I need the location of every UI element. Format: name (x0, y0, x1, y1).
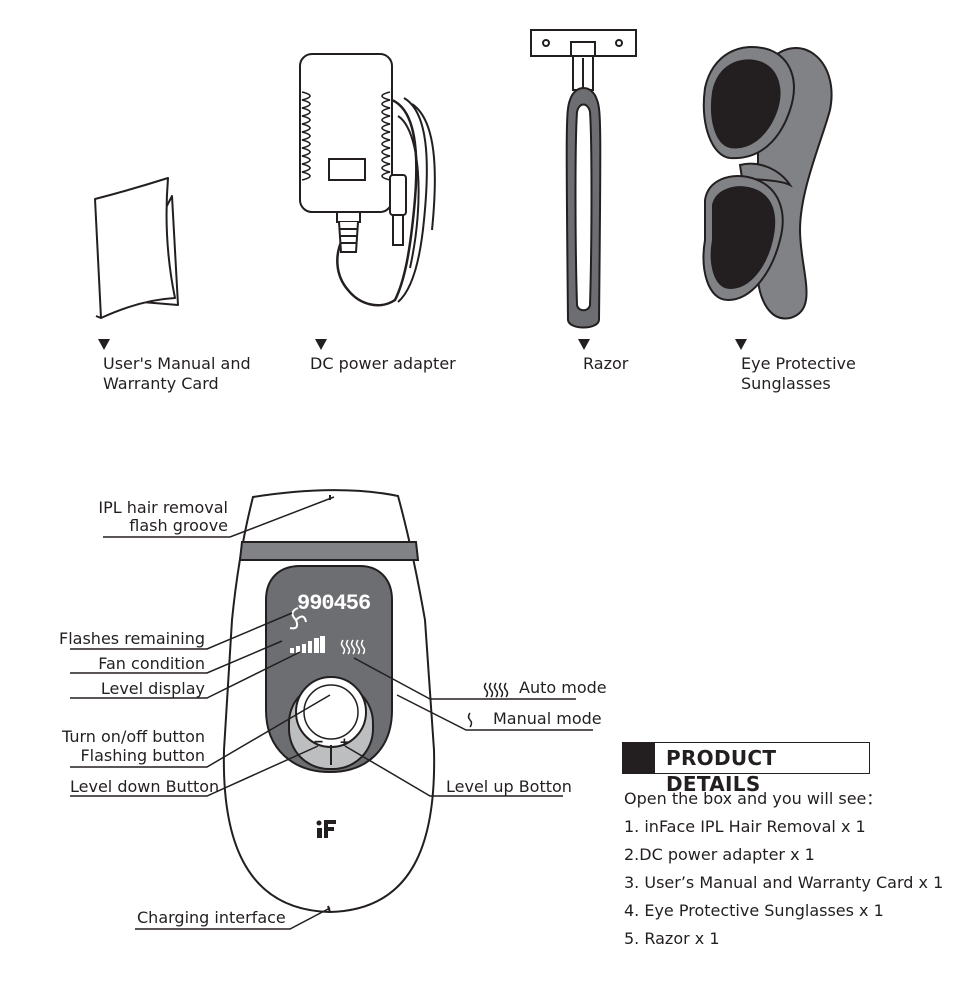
details-item-4: 4. Eye Protective Sunglasses x 1 (624, 901, 884, 920)
header-accent-block (622, 742, 654, 774)
manual-label-line2: Warranty Card (103, 374, 219, 393)
adapter-label: DC power adapter (310, 354, 456, 373)
display-icons (290, 636, 325, 653)
callout-leader-lines (70, 496, 593, 930)
flash-counter-display: 990456 (297, 591, 370, 616)
callout-flash-groove-line2: flash groove (129, 516, 228, 535)
level-plus-glyph: + (340, 734, 349, 751)
brand-logo (316, 820, 336, 838)
ipl-device-illustration (222, 489, 436, 914)
manual-label-line1: User's Manual and (103, 354, 251, 373)
callout-flashing-button: Flashing button (80, 746, 205, 765)
adapter-marker-icon (315, 339, 327, 350)
razor-illustration (530, 29, 637, 329)
auto-mode-wave-icon (340, 639, 366, 655)
sunglasses-label-line1: Eye Protective (741, 354, 856, 373)
sunglasses-illustration (702, 45, 833, 320)
power-adapter-illustration (299, 53, 436, 307)
level-minus-glyph: − (314, 734, 323, 751)
callout-fan-condition: Fan condition (98, 654, 205, 673)
callout-auto-mode: Auto mode (519, 678, 607, 697)
callout-manual-mode: Manual mode (493, 709, 602, 728)
callout-flash-groove-line1: IPL hair removal (98, 498, 228, 517)
product-details-header: PRODUCT DETAILS (622, 742, 870, 796)
sunglasses-label-line2: Sunglasses (741, 374, 831, 393)
sunglasses-marker-icon (735, 339, 747, 350)
manual-marker-icon (98, 339, 110, 350)
details-item-1: 1. inFace IPL Hair Removal x 1 (624, 817, 866, 836)
details-item-2: 2.DC power adapter x 1 (624, 845, 815, 864)
product-details-title: PRODUCT DETAILS (666, 746, 777, 796)
callout-flashes-remaining: Flashes remaining (59, 629, 205, 648)
callout-level-display: Level display (100, 679, 205, 698)
callout-turn-on-off: Turn on/off button (62, 727, 205, 746)
callout-charging: Charging interface (137, 908, 286, 927)
details-item-5: 5. Razor x 1 (624, 929, 720, 948)
fan-icon (289, 607, 307, 630)
details-intro: Open the box and you will see： (624, 789, 883, 808)
callout-level-up: Level up Botton (446, 777, 572, 796)
manual-booklet-illustration (94, 177, 179, 319)
callout-level-down: Level down Button (70, 777, 220, 796)
razor-marker-icon (578, 339, 590, 350)
header-title-box (654, 742, 870, 774)
legend-manual-wave-icon (467, 712, 473, 728)
legend-auto-wave-icon (483, 682, 509, 698)
details-item-3: 3. User’s Manual and Warranty Card x 1 (624, 873, 944, 892)
razor-label: Razor (583, 354, 629, 373)
